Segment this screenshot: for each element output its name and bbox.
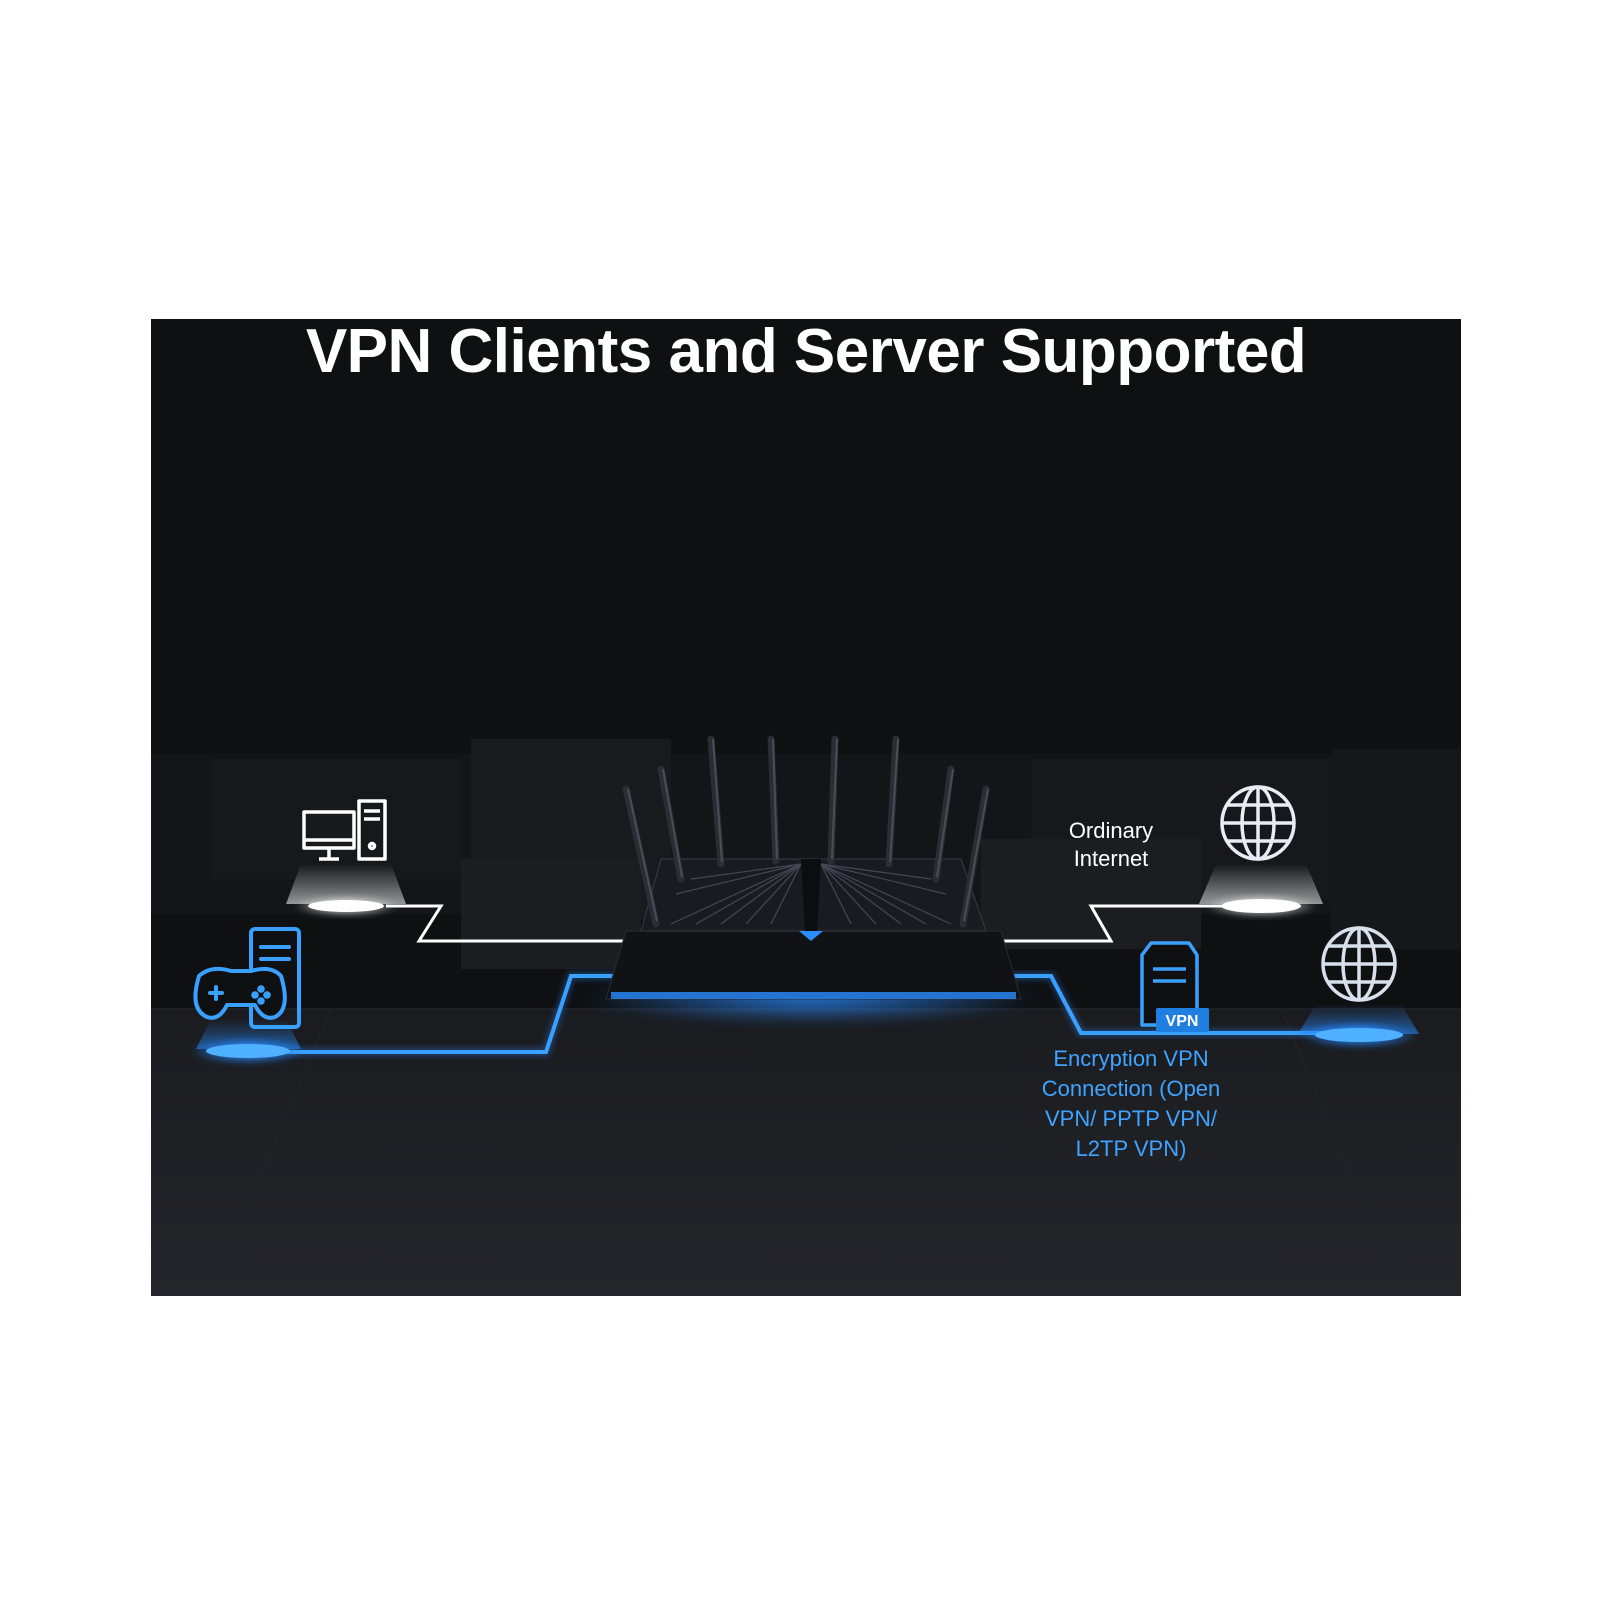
globe-icon	[1321, 926, 1397, 1002]
desktop-computer-icon	[302, 799, 387, 861]
encryption-vpn-label: Encryption VPN Connection (Open VPN/ PPT…	[1041, 1046, 1221, 1161]
page-title: VPN Clients and Server Supported	[305, 319, 1307, 386]
ordinary-internet-label: Ordinary Internet	[1068, 818, 1154, 871]
ordinary-globe-node	[1199, 864, 1323, 918]
ordinary-connection-line	[386, 904, 1236, 943]
game-node	[190, 1019, 306, 1065]
vpn-globe-node	[1298, 1004, 1419, 1049]
globe-icon	[1220, 785, 1296, 861]
background-blocks	[151, 319, 1461, 1296]
diagram-scene: VPN	[151, 319, 1461, 1296]
desktop-node	[286, 864, 406, 917]
vpn-connection-line	[251, 972, 1376, 1056]
router-image	[581, 735, 1041, 1024]
diagram-panel: VPN VPN Clients and Server Supported Ord…	[151, 319, 1461, 1296]
game-console-icon	[193, 927, 301, 1029]
vpn-badge-label: VPN	[1166, 1013, 1199, 1030]
vpn-server-icon	[1140, 941, 1209, 1032]
